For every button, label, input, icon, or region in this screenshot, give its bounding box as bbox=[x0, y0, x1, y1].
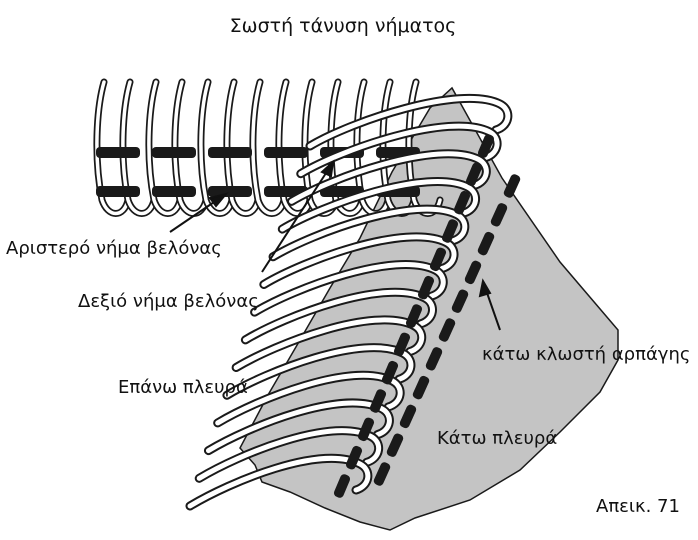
band-stitch-dash bbox=[369, 389, 387, 413]
top-stitch-dash bbox=[208, 147, 252, 158]
label-lower-side: Κάτω πλευρά bbox=[437, 428, 557, 449]
band-stitch-dash bbox=[441, 219, 459, 243]
band-stitch-dash bbox=[412, 375, 430, 400]
band-stitch-dash bbox=[386, 433, 404, 457]
band-stitch-dash bbox=[477, 231, 495, 256]
band-stitch-dash bbox=[381, 360, 399, 385]
band-loop-strand bbox=[196, 428, 382, 481]
arrowhead-right-needle bbox=[320, 159, 335, 178]
band-loop-strand bbox=[242, 289, 435, 343]
band-stitch-dash bbox=[425, 347, 443, 371]
band-stitch-dash bbox=[417, 275, 435, 300]
band-stitch-dash bbox=[438, 318, 456, 342]
band-stitch-dash bbox=[429, 247, 447, 272]
band-stitch-dash bbox=[373, 462, 391, 486]
band-stitch-dash bbox=[453, 190, 471, 215]
band-loop-strand bbox=[205, 400, 392, 454]
diagonal-needle-stitches bbox=[333, 134, 521, 498]
leader-looper bbox=[485, 289, 501, 331]
leader-lines bbox=[169, 159, 501, 331]
band-loop-strand bbox=[215, 372, 403, 426]
band-stitch-dash bbox=[490, 203, 508, 227]
band-loop-strand bbox=[252, 262, 446, 315]
arrowhead-left-needle bbox=[208, 192, 229, 208]
band-stitch-dash bbox=[405, 304, 423, 328]
band-stitch-dash bbox=[357, 417, 375, 442]
top-stitch-dash bbox=[264, 147, 308, 158]
band-loop-strand bbox=[270, 206, 468, 260]
top-stitch-dash bbox=[152, 186, 196, 197]
top-stitch-dash bbox=[152, 147, 196, 158]
band-loop-strand bbox=[289, 151, 489, 204]
band-loop-strand bbox=[187, 455, 371, 509]
label-upper-side: Επάνω πλευρά bbox=[118, 377, 248, 398]
top-loop-strand bbox=[199, 80, 234, 216]
diagram-title: Σωστή τάνυση νήματος bbox=[230, 15, 457, 37]
band-loop-strand bbox=[307, 95, 511, 149]
band-stitch-dash bbox=[333, 474, 351, 498]
band-loop-strand bbox=[224, 345, 414, 398]
band-stitch-dash bbox=[345, 445, 363, 470]
band-loop-strand bbox=[261, 234, 457, 287]
band-stitch-dash bbox=[477, 134, 495, 158]
band-stitch-dash bbox=[465, 162, 483, 187]
leader-right-needle bbox=[261, 169, 329, 273]
band-stitch-dash bbox=[451, 289, 469, 313]
diagonal-overcast-loops bbox=[185, 93, 513, 511]
band-loop-strand bbox=[279, 178, 478, 232]
label-lower-looper-thread: κάτω κλωστή αρπάγης bbox=[482, 344, 690, 365]
top-stitch-dash bbox=[96, 147, 140, 158]
band-stitch-dash bbox=[399, 404, 417, 429]
label-left-needle-thread: Αριστερό νήμα βελόνας bbox=[6, 238, 222, 259]
band-loop-strand bbox=[298, 123, 500, 177]
band-loop-strand bbox=[233, 317, 425, 371]
label-right-needle-thread: Δεξιό νήμα βελόνας bbox=[78, 291, 259, 312]
band-stitch-dash bbox=[464, 260, 482, 285]
arrowhead-looper bbox=[478, 278, 492, 298]
top-stitch-dash bbox=[96, 186, 140, 197]
top-stitch-dash bbox=[208, 186, 252, 197]
band-stitch-dash bbox=[393, 332, 411, 357]
band-stitch-dash bbox=[503, 174, 521, 198]
top-loop-strand bbox=[251, 80, 286, 216]
label-figure-number: Απεικ. 71 bbox=[596, 496, 680, 517]
leader-left-needle bbox=[169, 197, 221, 233]
